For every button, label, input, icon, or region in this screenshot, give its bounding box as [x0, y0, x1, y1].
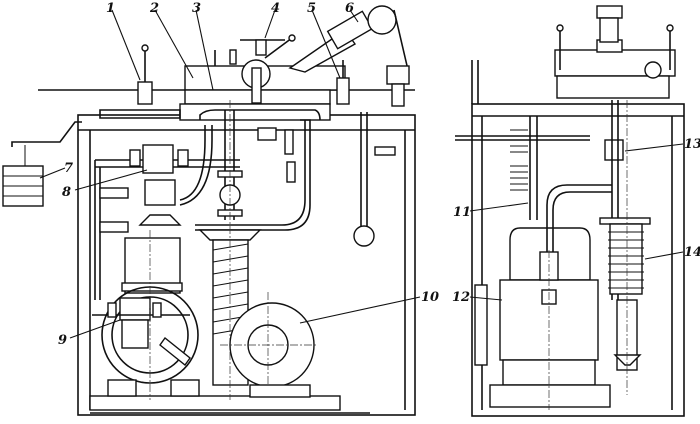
- lever-knob: [288, 34, 296, 42]
- right-u-pipe-inner: [195, 120, 306, 226]
- callout-8: 8: [62, 185, 71, 200]
- callout-11: 11: [453, 205, 471, 220]
- block-8: [142, 144, 174, 174]
- side-frame: [471, 103, 685, 417]
- crank-arm: [11, 121, 82, 147]
- motor-cup-stem: [391, 83, 405, 107]
- top-manifold: [199, 109, 321, 121]
- carriage-base: [179, 103, 331, 121]
- valve-cluster: [257, 127, 277, 141]
- block-13: [604, 139, 624, 161]
- side-view: [455, 5, 685, 417]
- callout-2: 2: [149, 1, 159, 16]
- screw-flange: [198, 229, 262, 241]
- gear-stem: [251, 67, 262, 104]
- curve-pipe: [179, 125, 206, 201]
- valve-bulb: [286, 161, 296, 183]
- callout-12: 12: [452, 290, 470, 305]
- front-view: [2, 5, 416, 416]
- coil-14: [609, 223, 643, 295]
- screw-column: [212, 239, 249, 386]
- base-plate: [89, 395, 341, 411]
- side-u-pipe: [546, 184, 612, 252]
- lower-step: [99, 109, 181, 119]
- callout-3: 3: [192, 1, 201, 16]
- callout-13: 13: [684, 137, 700, 152]
- callout-10: 10: [421, 290, 439, 305]
- handwheel-hub: [255, 39, 267, 56]
- callout-6: 6: [345, 1, 354, 16]
- screw-thread: [212, 243, 249, 335]
- gauge: [353, 225, 375, 247]
- leader-lines: [39, 9, 684, 339]
- callouts: 1 2 3 4 5 6 7 8 9 10 11 12 13 14: [58, 1, 700, 348]
- motor-cup: [386, 65, 410, 85]
- handwheel-lever: [264, 37, 293, 59]
- callout-14: 14: [684, 245, 700, 260]
- pump-9: [119, 297, 151, 321]
- small-valve: [229, 49, 237, 65]
- callout-7: 7: [64, 161, 73, 176]
- elbow: [596, 5, 623, 19]
- coil-turns: [608, 231, 644, 289]
- post-5-block: [336, 77, 350, 105]
- motor-head-circle: [367, 5, 397, 35]
- callout-4: 4: [271, 1, 280, 16]
- callout-1: 1: [106, 1, 115, 16]
- nozzles: [510, 129, 528, 191]
- motor-drop: [393, 9, 409, 71]
- post-1-block: [137, 81, 153, 105]
- right-u-pipe: [195, 119, 311, 231]
- post-1-knob: [141, 44, 149, 52]
- callout-9: 9: [58, 333, 67, 348]
- callout-5: 5: [307, 1, 316, 16]
- valve-hang: [284, 129, 294, 155]
